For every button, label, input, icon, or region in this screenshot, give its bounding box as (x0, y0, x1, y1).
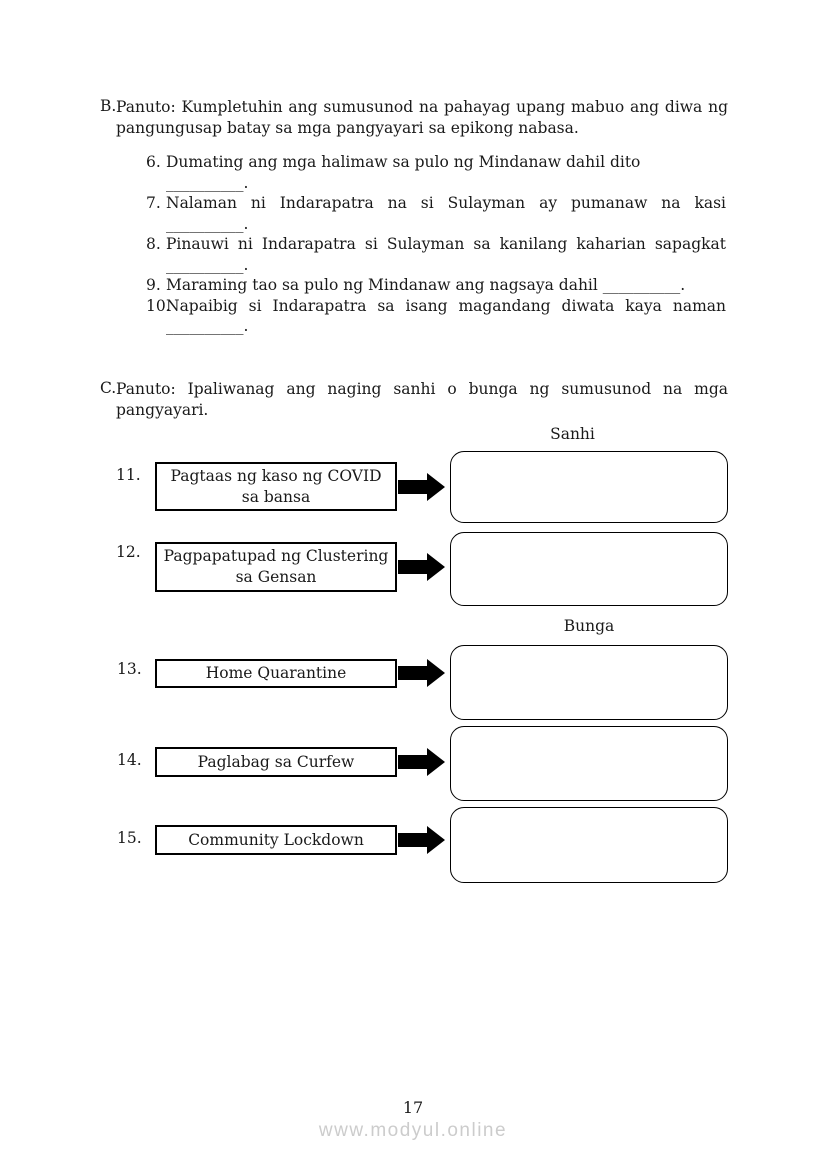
watermark: www.modyul.online (318, 1120, 508, 1141)
cause-label: Paglabag sa Curfew (197, 752, 355, 771)
arrow-right-icon (398, 659, 445, 687)
cause-label: sa bansa (241, 487, 311, 506)
arrow-right-icon (398, 826, 445, 854)
arrow-right-icon (398, 748, 445, 776)
list-item-6: 6. Dumating ang mga halimaw sa pulo ng M… (146, 152, 726, 193)
item-number: 7. (146, 194, 161, 212)
arrow-right-icon (398, 473, 445, 501)
item-blank: __________. (166, 317, 249, 335)
arrow-right-icon (398, 553, 445, 581)
item-text: Nalaman ni Indarapatra na si Sulayman ay… (166, 194, 726, 212)
item-number-12: 12. (116, 543, 141, 561)
section-c-instructions-line1: Panuto: Ipaliwanag ang naging sanhi o bu… (116, 380, 728, 398)
section-c-heading: C. Panuto: Ipaliwanag ang naging sanhi o… (100, 379, 728, 420)
list-item-10: 10. Napaibig si Indarapatra sa isang mag… (146, 296, 726, 337)
item-blank: __________. (166, 214, 249, 233)
cause-label: Home Quarantine (205, 664, 347, 682)
cause-label: Community Lockdown (188, 830, 364, 849)
list-item-9: 9. Maraming tao sa pulo ng Mindanaw ang … (146, 275, 726, 296)
list-item-7: 7. Nalaman ni Indarapatra na si Sulayman… (146, 193, 726, 234)
answer-box-13 (450, 645, 728, 720)
item-number-13: 13. (117, 660, 142, 678)
item-number-15: 15. (117, 829, 142, 847)
cause-box-15: Community Lockdown (155, 825, 397, 855)
item-number: 8. (146, 235, 161, 253)
item-text: Napaibig si Indarapatra sa isang maganda… (166, 296, 726, 315)
answer-box-12 (450, 532, 728, 606)
item-number: 6. (146, 153, 161, 171)
cause-box-12: Pagpapatupad ng Clustering sa Gensan (155, 542, 397, 592)
item-text: Maraming tao sa pulo ng Mindanaw ang nag… (166, 276, 686, 294)
section-b-label: B. (100, 97, 117, 115)
section-b-heading: B. Panuto: Kumpletuhin ang sumusunod na … (100, 97, 728, 138)
item-text: Pinauwi ni Indarapatra si Sulayman sa ka… (166, 235, 726, 253)
item-number: 9. (146, 276, 161, 294)
item-number-11: 11. (116, 466, 141, 484)
section-c-instructions-line2: pangyayari. (116, 400, 209, 419)
item-number-14: 14. (117, 751, 142, 769)
column-header-sanhi: Sanhi (550, 425, 595, 443)
cause-label: Pagtaas ng kaso ng COVID (170, 466, 382, 485)
cause-label: sa Gensan (235, 568, 317, 586)
item-text: Dumating ang mga halimaw sa pulo ng Mind… (166, 153, 641, 192)
page-number: 17 (402, 1098, 424, 1117)
cause-box-13: Home Quarantine (155, 659, 397, 688)
item-blank: __________. (166, 255, 249, 274)
cause-box-14: Paglabag sa Curfew (155, 747, 397, 777)
cause-box-11: Pagtaas ng kaso ng COVID sa bansa (155, 462, 397, 511)
item-number: 10. (146, 296, 171, 315)
answer-box-14 (450, 726, 728, 801)
cause-label: Pagpapatupad ng Clustering (163, 547, 389, 565)
section-b-list: 6. Dumating ang mga halimaw sa pulo ng M… (146, 152, 726, 337)
section-b-instructions-line1: Panuto: Kumpletuhin ang sumusunod na pah… (116, 98, 728, 116)
column-header-bunga: Bunga (563, 617, 615, 635)
section-b-instructions-line2: pangungusap batay sa mga pangyayari sa e… (116, 118, 579, 137)
list-item-8: 8. Pinauwi ni Indarapatra si Sulayman sa… (146, 234, 726, 275)
answer-box-15 (450, 807, 728, 883)
section-c-label: C. (100, 379, 117, 397)
answer-box-11 (450, 451, 728, 523)
